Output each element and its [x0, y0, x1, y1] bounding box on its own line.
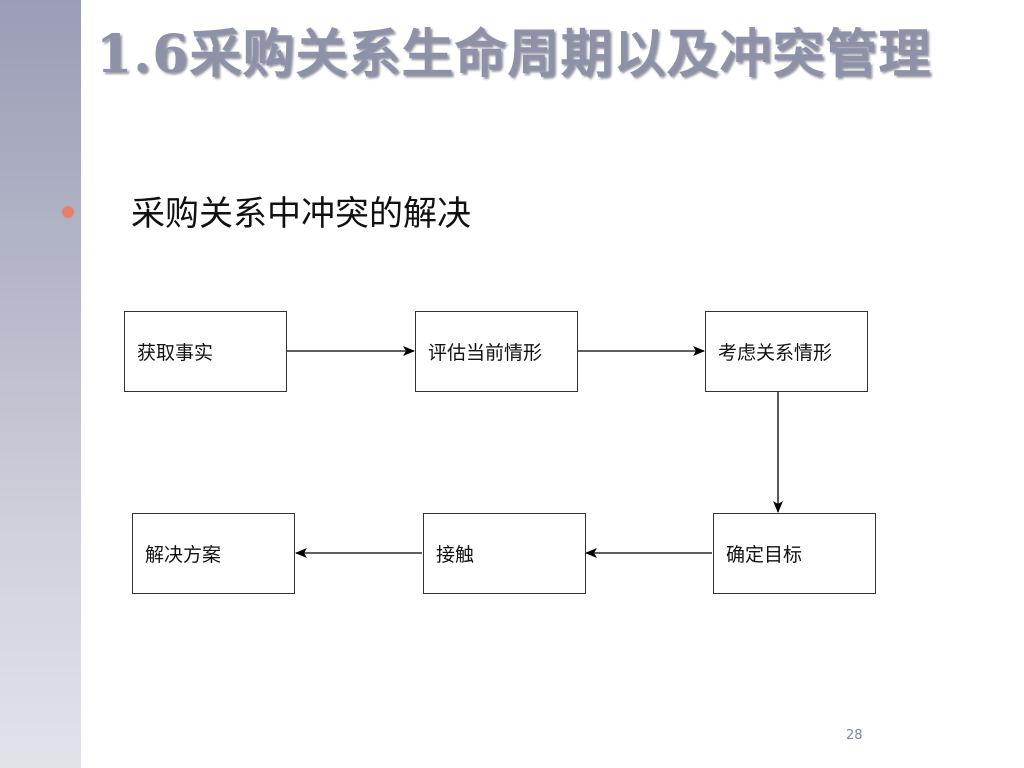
slide-title: 1.6采购关系生命周期以及冲突管理 — [96, 24, 932, 85]
flow-step-contact: 接触 — [423, 513, 586, 594]
flow-step-assess-situation: 评估当前情形 — [415, 311, 578, 392]
flow-step-solution: 解决方案 — [132, 513, 295, 594]
flow-step-consider-relationship: 考虑关系情形 — [705, 311, 868, 392]
flow-step-get-facts: 获取事实 — [124, 311, 287, 392]
slide-sidebar-band — [0, 0, 81, 768]
flow-step-set-goals: 确定目标 — [713, 513, 876, 594]
bullet-text: 采购关系中冲突的解决 — [131, 194, 471, 234]
bullet-dot-icon — [62, 206, 74, 218]
page-number: 28 — [846, 728, 863, 743]
